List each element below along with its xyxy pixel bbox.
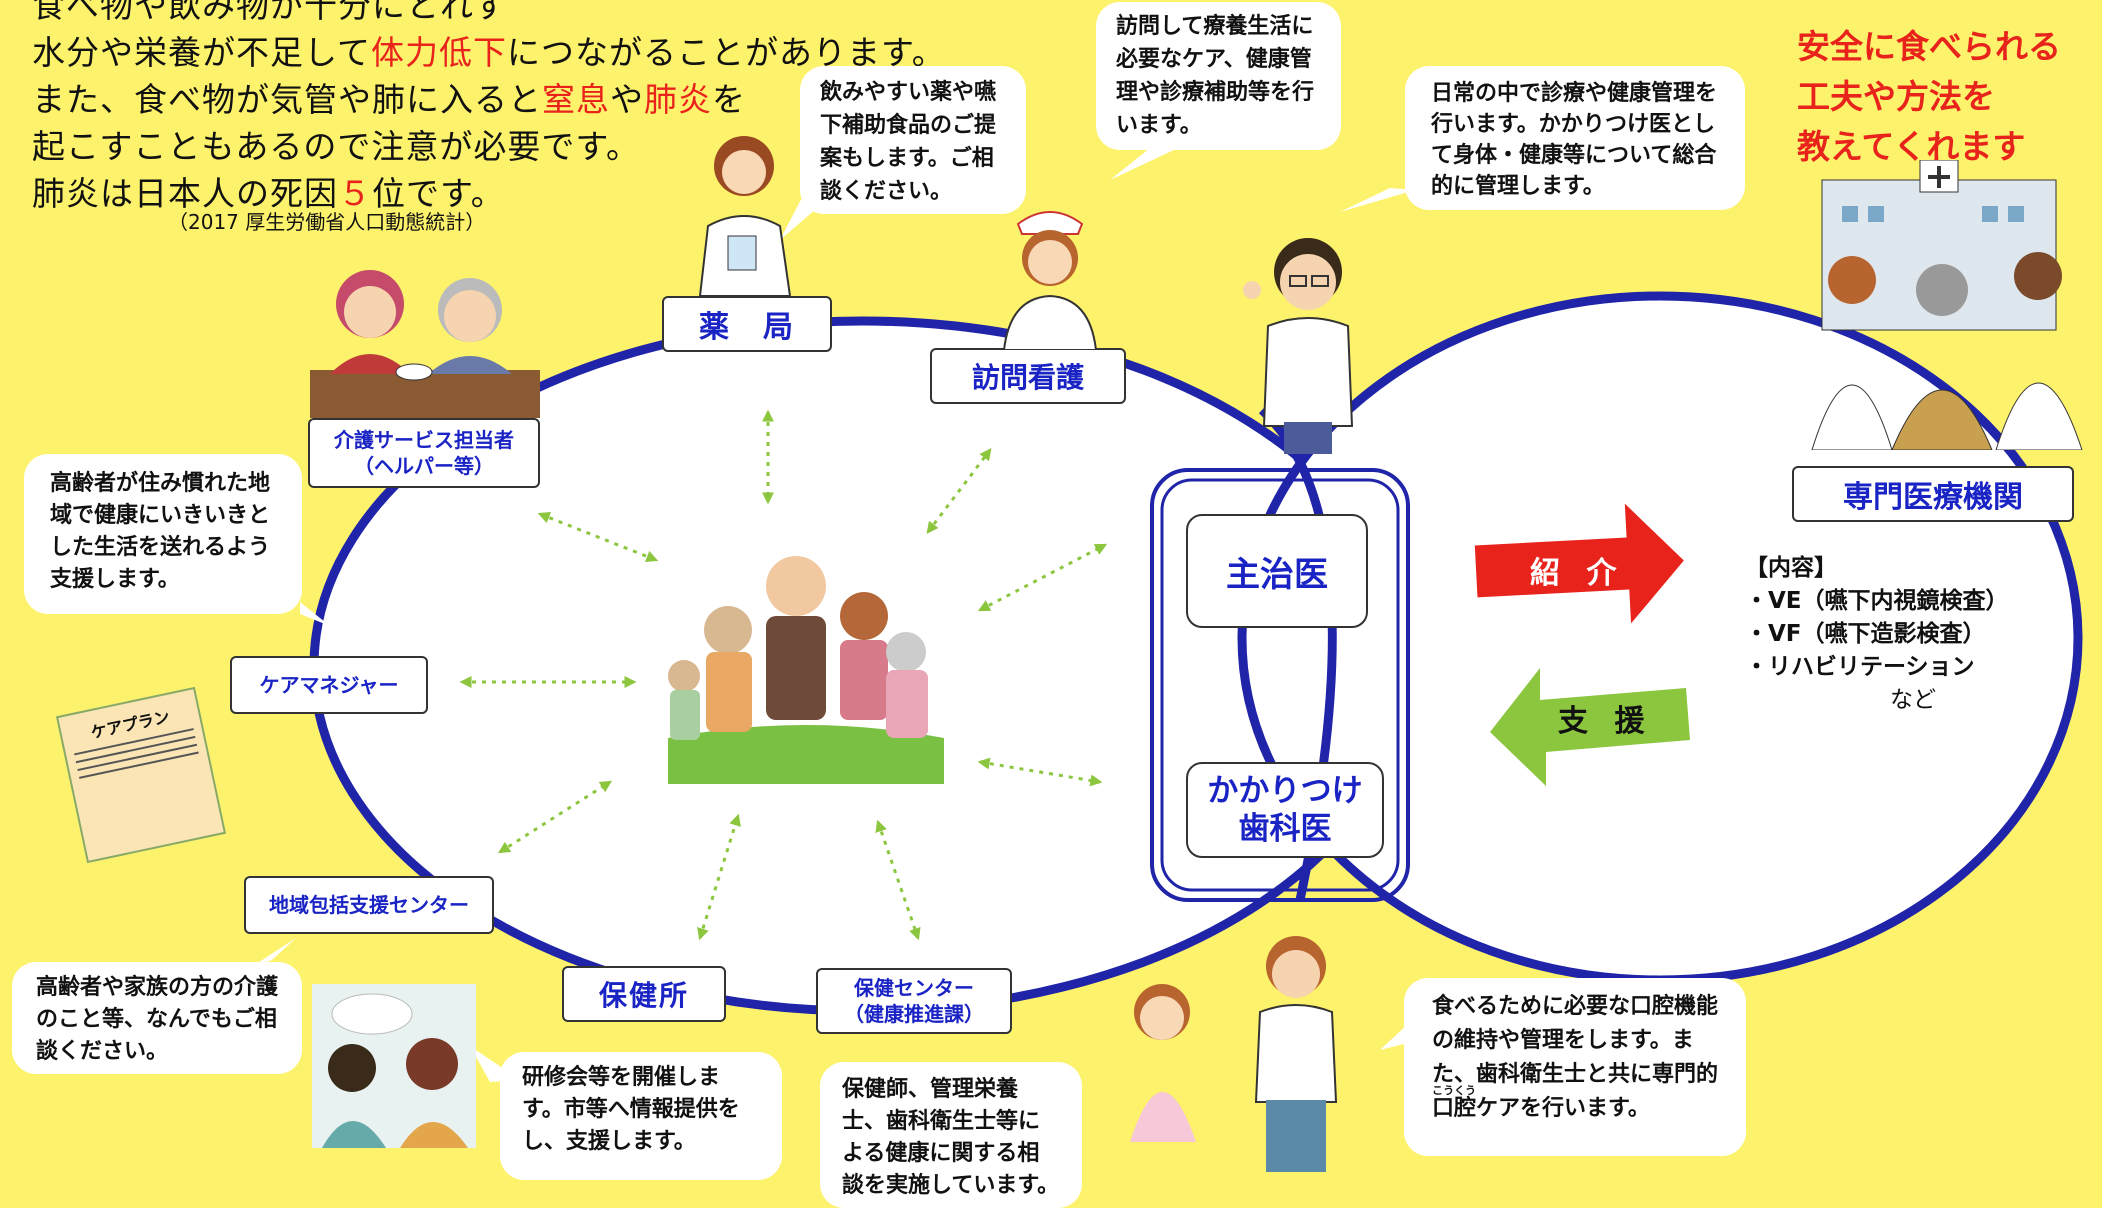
pharmacy-bubble: 飲みやすい薬や嚥下補助食品のご提案もします。ご相談ください。 [800,66,1026,214]
consultation-illustration [312,984,476,1148]
contents-item: ・VF（嚥下造影検査） [1745,621,1986,647]
doctor-column-outer [1150,468,1410,902]
pharmacy-label: 薬 局 [662,296,832,352]
hospital-illustration [1811,160,2083,450]
specialist-label: 専門医療機関 [1792,466,2074,522]
contents-item: ・リハビリテーション [1745,654,1975,680]
dentist-bubble: 食べるために必要な口腔機能の維持や管理をします。また、歯科衛生士と共に専門的口腔… [1404,978,1746,1156]
nursing-bubble: 訪問して療養生活に必要なケア、健康管理や診療補助等を行います。 [1096,2,1341,150]
connector-community [497,780,613,854]
community-bubble: 高齢者や家族の方の介護のこと等、なんでもご相談ください。 [12,962,302,1074]
care-service-label: 介護サービス担当者（ヘルパー等） [308,418,540,488]
support-arrow [1490,668,1690,786]
community-center-label: 地域包括支援センター [244,876,494,934]
connector-nursing [926,448,992,534]
doctor-bubble: 日常の中で診療や健康管理を行います。かかりつけ医として身体・健康等について総合的… [1405,66,1745,210]
statistics-source: （2017 厚生労働省人口動態統計） [168,210,486,234]
bubble-tail-nursing [1110,148,1178,180]
intro-line-2: また、食べ物が気管や肺に入ると窒息や肺炎を [32,80,746,119]
intro-line-3: 起こすこともあるので注意が必要です。 [32,127,641,166]
contents-etc: など [1890,687,1936,713]
connector-dentist [977,757,1103,787]
referral-text: 紹 介 [1530,556,1625,591]
dentist-hygienist-illustration [1130,936,1338,1172]
connector-health-office [697,813,741,941]
home-nursing-label: 訪問看護 [930,348,1126,404]
bubble-tail-care [300,602,330,626]
connector-doctor [977,543,1108,612]
health-office-label: 保健所 [562,966,726,1022]
contents-item: ・VE（嚥下内視鏡検査） [1745,588,2009,614]
connector-health-center [875,819,921,941]
care-manager-label: ケアマネジャー [230,656,428,714]
doctor-illustration [1243,238,1354,454]
specialist-heading: 安全に食べられる 工夫や方法を 教えてくれます [1797,27,2061,166]
elderly-group-illustration [668,556,944,784]
bubble-tail-doctor [1340,188,1415,212]
care-service-bubble: 高齢者が住み慣れた地域で健康にいきいきとした生活を送れるよう支援します。 [24,454,302,614]
family-dentist-label: かかりつけ歯科医 [1186,762,1384,858]
health-center-bubble: 保健師、管理栄養士、歯科衛生士等による健康に関する相談を実施しています。 [820,1062,1082,1208]
specialist-contents: 【内容】 ・VE（嚥下内視鏡検査） ・VF（嚥下造影検査） ・リハビリテーション… [1745,552,2009,717]
support-text: 支 援 [1558,704,1653,739]
contents-title: 【内容】 [1745,555,1837,581]
health-center-label: 保健センター（健康推進課） [816,968,1012,1034]
referral-arrow [1474,503,1684,624]
nurse-illustration [1002,211,1098,350]
connector-care-service [537,511,659,563]
intro-text: 食べ物や飲み物が十分にとれず 水分や栄養が不足して体力低下につながることがありま… [32,0,946,217]
intro-line-4: 肺炎は日本人の死因５位です。 [32,174,505,213]
primary-doctor-label: 主治医 [1186,514,1368,628]
caregivers-meal-illustration [310,270,540,418]
intro-line-0: 食べ物や飲み物が十分にとれず [32,0,508,25]
intro-line-1: 水分や栄養が不足して体力低下につながることがあります。 [32,33,946,72]
doctor-column-inner [1160,478,1400,892]
health-office-bubble: 研修会等を開催します。市等へ情報提供をし、支援します。 [500,1052,782,1180]
bubble-tail-community [250,938,296,968]
pharmacist-illustration [698,136,792,296]
care-plan-document: ケアプラン [55,686,227,864]
